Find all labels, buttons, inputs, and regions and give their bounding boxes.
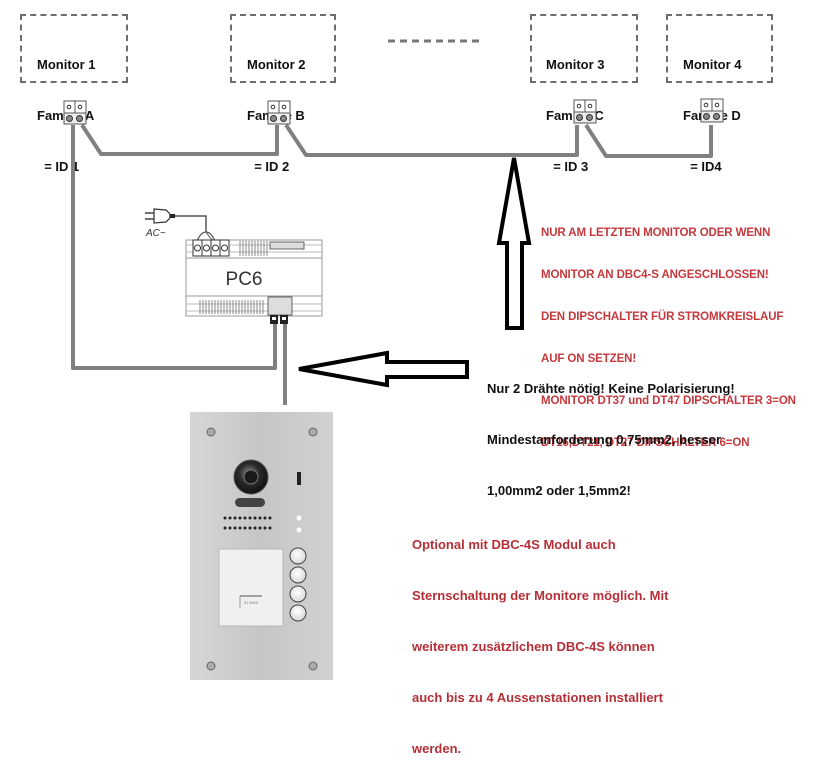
call-buttons: [289, 547, 307, 622]
brand-badge: [235, 498, 265, 507]
wiring-note-line-2: Mindestanforderung 0,75mm2, besser: [487, 432, 722, 447]
door-station: ID 0000: [190, 412, 333, 680]
call-button-1: [289, 547, 307, 565]
call-button-4: [289, 604, 307, 622]
status-led-talk: [296, 515, 302, 521]
monitor-2-id: = ID 2: [247, 159, 290, 174]
arrow-up-icon: [496, 157, 532, 330]
dip-switch-note-line-4: AUF ON SETZEN!: [541, 353, 637, 365]
optional-note: Optional mit DBC-4S Modul auch Sternscha…: [412, 502, 668, 774]
pc6-bus-terminal: [270, 315, 288, 324]
dip-switch-note: NUR AM LETZTEN MONITOR ODER WENN MONITOR…: [541, 198, 796, 464]
optional-note-line-5: werden.: [412, 741, 462, 756]
speaker-grille: [223, 516, 272, 530]
monitor-2-name: Monitor 2: [247, 57, 306, 72]
monitor-4-name: Monitor 4: [683, 57, 742, 72]
terminal-block-m3: [573, 99, 597, 124]
dip-switch-note-line-5: MONITOR DT37 und DT47 DIPSCHALTER 3=ON: [541, 395, 796, 407]
monitor-1-name: Monitor 1: [37, 57, 96, 72]
ac-label: AC~: [146, 228, 166, 239]
wire-m2-to-m3: [284, 123, 579, 157]
wiring-diagram: PC6: [63, 39, 724, 680]
pc6-label: PC6: [226, 269, 263, 290]
pc6-power-supply: PC6: [185, 239, 323, 324]
call-button-3: [289, 585, 307, 603]
dip-switch-note-line-3: DEN DIPSCHALTER FÜR STROMKREISLAUF: [541, 311, 784, 323]
wire-m1-to-m2: [80, 123, 279, 156]
monitor-4-id: = ID4: [683, 159, 722, 174]
dip-switch-note-line-6: DT16,DT21, DT27 DIPSCHALTER 6=ON: [541, 437, 750, 449]
wiring-note-line-1: Nur 2 Drähte nötig! Keine Polarisierung!: [487, 381, 735, 396]
terminal-block-m2: [267, 100, 291, 125]
wire-m3-to-m4: [584, 123, 713, 158]
monitor-4-box: [666, 14, 773, 83]
name-plate-text: ID 0000: [244, 600, 259, 605]
optional-note-line-3: weiterem zusätzlichem DBC-4S können: [412, 639, 655, 654]
wiring-note-line-3: 1,00mm2 oder 1,5mm2!: [487, 483, 631, 498]
status-led-unlock: [296, 527, 302, 533]
terminal-block-m1: [63, 100, 87, 125]
arrow-left-icon: [298, 350, 469, 388]
wire-m1-to-pc6: [71, 125, 277, 370]
screw-icon: [206, 427, 318, 671]
monitor-3-name: Monitor 3: [546, 57, 605, 72]
wiring-note: Nur 2 Drähte nötig! Keine Polarisierung!…: [487, 346, 735, 516]
optional-note-line-4: auch bis zu 4 Aussenstationen installier…: [412, 690, 663, 705]
bus-wires: [71, 123, 713, 405]
monitor-1-box: [20, 14, 128, 83]
dip-switch-note-line-2: MONITOR AN DBC4-S ANGESCHLOSSEN!: [541, 269, 769, 281]
call-button-2: [289, 566, 307, 584]
optional-note-line-2: Sternschaltung der Monitore möglich. Mit: [412, 588, 669, 603]
monitor-1-id: = ID 1: [37, 159, 80, 174]
terminal-block-m4: [700, 98, 724, 123]
dip-switch-note-line-1: NUR AM LETZTEN MONITOR ODER WENN: [541, 227, 771, 239]
name-plate: [218, 548, 284, 627]
monitor-3-box: [530, 14, 638, 83]
optional-note-line-1: Optional mit DBC-4S Modul auch: [412, 537, 616, 552]
monitor-3-id: = ID 3: [546, 159, 589, 174]
ac-plug-icon: [145, 208, 217, 245]
monitor-2-box: [230, 14, 336, 83]
